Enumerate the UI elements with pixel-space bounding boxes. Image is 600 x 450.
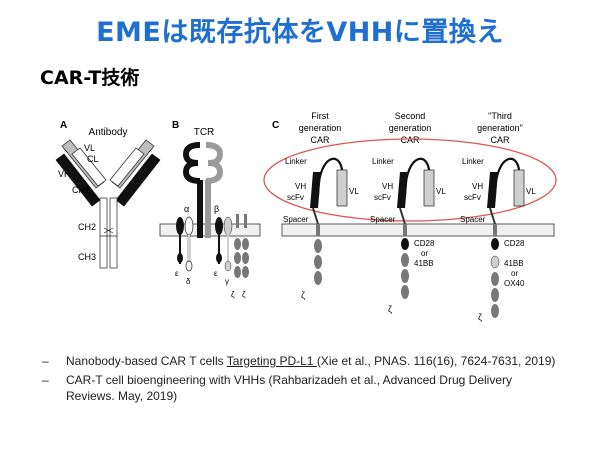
panel-label-b: B (172, 120, 179, 131)
antibody-ch1-label: CH1 (72, 185, 90, 195)
antibody-vh-label: VH (58, 169, 71, 179)
car-gen3-or-label: or (511, 269, 518, 278)
car-gen3-title-line1: "Third (488, 111, 512, 121)
reference-text: Nanobody-based CAR T cells (66, 354, 227, 368)
tcr-cd3-epsilon1-extracellular (176, 217, 184, 235)
car-gen1-title-line2: generation (299, 123, 342, 133)
tcr-beta-chain (205, 142, 224, 184)
tcr-zeta-chain-2 (242, 214, 249, 278)
car-gen1-zeta-label: ζ (301, 290, 305, 300)
tcr-cd3-delta-extracellular (184, 216, 194, 236)
tcr-zeta2-label: ζ (242, 290, 246, 299)
tcr-title: TCR (194, 127, 215, 138)
car-gen1-scfv-label: scFv (287, 193, 304, 202)
car-gen2-cd28-label: CD28 (414, 239, 435, 248)
car-gen3-cd28-label: CD28 (504, 239, 525, 248)
antibody-left-cl-domain (71, 147, 107, 187)
scfv-highlight-ellipse (263, 138, 557, 222)
tcr-beta-label: β (214, 204, 219, 214)
car-gen3-vh-label: VH (472, 182, 483, 191)
tcr-zeta1-label: ζ (231, 290, 235, 299)
tcr-delta-label: δ (186, 277, 191, 286)
car-membrane (281, 223, 555, 237)
tcr-zeta-chain-1 (234, 214, 241, 278)
car-gen1-vh-domain (310, 172, 321, 208)
antibody-stem-right (109, 197, 118, 269)
car-gen2-linker-label: Linker (372, 157, 394, 166)
car-gen3-linker-label: Linker (462, 157, 484, 166)
car-gen1-title-line1: First (311, 111, 329, 121)
car-gen2: Linker VH scFv VL Spacer CD28 or 41BB ζ (370, 157, 446, 314)
panel-tcr: B TCR α β ε δ ε γ (172, 120, 249, 299)
panel-label-a: A (60, 120, 67, 131)
car-gen1-vl-domain (336, 169, 348, 207)
car-gen1-title-line3: CAR (310, 135, 330, 145)
reference-list: – Nanobody-based CAR T cells Targeting P… (42, 353, 562, 407)
car-gen2-zeta-label: ζ (388, 304, 392, 314)
reference-citation: (Xie et al., PNAS. 116(16), 7624-7631, 2… (316, 354, 556, 368)
car-gen2-spacer-label: Spacer (370, 215, 396, 224)
car-gen3-cd28-domain (491, 238, 499, 250)
tcr-epsilon2-label: ε (214, 269, 218, 278)
panel-antibody: A Antibody VL CL VH CH1 CH2 CH3 (55, 120, 161, 269)
car-gen1-vl-label: VL (349, 187, 359, 196)
reference-item-1: – Nanobody-based CAR T cells Targeting P… (42, 353, 562, 369)
tcr-alpha-label: α (184, 204, 189, 214)
car-gen3: Linker VH scFv VL Spacer CD28 41BB or OX… (460, 157, 536, 322)
car-gen3-scfv-label: scFv (464, 193, 481, 202)
car-gen2-cd28-domain (401, 238, 409, 250)
car-gen2-title-line3: CAR (400, 135, 420, 145)
antibody-title: Antibody (89, 127, 128, 138)
tcr-beta-stem (205, 180, 211, 238)
car-gen2-vh-label: VH (382, 182, 393, 191)
antibody-vl-label: VL (84, 143, 95, 153)
tcr-cd3-gamma-extracellular (223, 216, 233, 236)
car-gen2-scfv-label: scFv (374, 193, 391, 202)
tcr-alpha-chain (182, 142, 201, 184)
car-gen2-title-line2: generation (389, 123, 432, 133)
tcr-gamma-label: γ (225, 277, 229, 286)
car-gen3-41bb-label: 41BB (504, 259, 524, 268)
tcr-cd3-epsilon2-extracellular (215, 217, 223, 235)
reference-item-2: – CAR-T cell bioengineering with VHHs (R… (42, 372, 562, 404)
car-gen3-ox40-label: OX40 (504, 279, 525, 288)
tcr-epsilon1-label: ε (175, 269, 179, 278)
antibody-cl-label: CL (87, 154, 99, 164)
car-gen2-41bb-label: 41BB (414, 259, 434, 268)
car-gen2-vl-domain (423, 169, 435, 207)
car-gen2-title-line1: Second (395, 111, 426, 121)
car-gen3-spacer-label: Spacer (460, 215, 486, 224)
car-gen1-vh-label: VH (295, 182, 306, 191)
car-gen1: Linker VH scFv VL Spacer ζ (283, 157, 359, 300)
car-gen3-zeta-label: ζ (478, 312, 482, 322)
car-gen3-vl-label: VL (526, 187, 536, 196)
antibody-ch3-label: CH3 (78, 252, 96, 262)
antibody-right-cl-domain (109, 147, 145, 187)
car-gen3-title-line3: CAR (490, 135, 510, 145)
tcr-alpha-stem (197, 180, 203, 238)
antibody-ch2-label: CH2 (78, 222, 96, 232)
car-gen2-vh-domain (397, 172, 408, 208)
car-gen3-vh-domain (487, 172, 498, 208)
car-gen1-spacer-label: Spacer (283, 215, 309, 224)
car-gen3-vl-domain (513, 169, 525, 207)
reference-link-targeting-pd-l1[interactable]: Targeting PD-L1 (226, 354, 317, 368)
reference-dash: – (42, 354, 49, 368)
car-gen2-or-label: or (421, 249, 428, 258)
car-gen3-title-line2: generation" (477, 123, 523, 133)
car-gen2-vl-label: VL (436, 187, 446, 196)
reference-text: CAR-T cell bioengineering with VHHs (Rah… (66, 373, 512, 403)
panel-car: C First generation CAR Second generation… (263, 111, 557, 322)
slide-title: EMEは既存抗体をVHHに置換え (96, 17, 504, 48)
car-gen1-linker-label: Linker (285, 157, 307, 166)
car-gen3-41bb-domain (490, 255, 500, 269)
antibody-stem-left (99, 197, 108, 269)
panel-label-c: C (272, 120, 279, 131)
slide-subtitle: CAR-T技術 (40, 67, 140, 89)
reference-dash: – (42, 373, 49, 387)
